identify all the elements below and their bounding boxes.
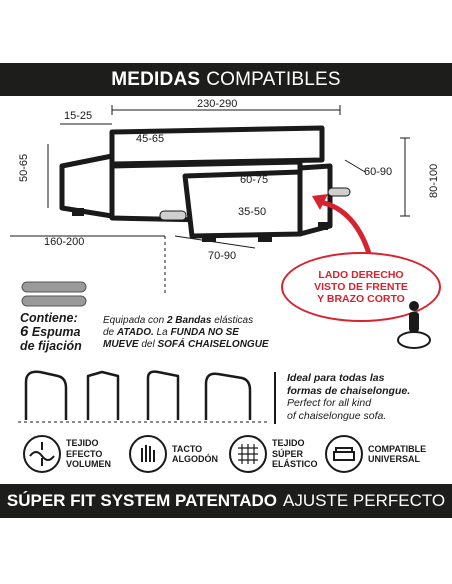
feature-3-l2: SÚPER <box>272 448 304 459</box>
contiene-line2: Espuma <box>31 325 81 339</box>
sofa-diagram <box>10 105 410 296</box>
dim-chaise-seat: 35-50 <box>238 206 267 218</box>
equipada-l3c: SOFÁ CHAISELONGUE <box>157 339 269 350</box>
equipada-l2b: ATADO. <box>116 327 154 338</box>
equipada-l2a: de <box>103 327 115 338</box>
equipada-l3a: MUEVE <box>103 339 139 350</box>
equipada-l1b: 2 Bandas <box>166 315 212 326</box>
feature-3-l3: ELÁSTICO <box>272 459 318 470</box>
header-bar: MEDIDAS COMPATIBLES <box>0 63 452 96</box>
dim-arm-depth: 60-90 <box>364 166 393 178</box>
equipada-l2d: FUNDA NO SE <box>170 327 239 338</box>
chaise-shapes <box>18 370 268 423</box>
footer-bold: SÚPER FIT SYSTEM PATENTADO <box>6 491 277 510</box>
dim-seat-height: 50-65 <box>18 153 30 182</box>
dim-chaise-width: 60-75 <box>240 174 269 186</box>
equipada-text: Equipada con 2 Bandas elásticas de ATADO… <box>103 315 269 351</box>
contiene-line1: Contiene: <box>20 311 78 325</box>
chaise-shape-3 <box>146 370 180 420</box>
callout-line2: VISTO DE FRENTE <box>314 281 408 293</box>
dim-depth-total: 160-200 <box>44 236 85 248</box>
ideal-text: Ideal para todas las formas de chaiselon… <box>287 372 410 422</box>
equipada-l1c: elásticas <box>214 315 254 326</box>
header-light: COMPATIBLES <box>206 68 341 90</box>
contiene-count: 6 <box>20 323 29 340</box>
feature-1-l2: EFECTO <box>66 448 103 459</box>
footer-light: AJUSTE PERFECTO <box>282 491 446 510</box>
sofa-shape <box>59 125 351 242</box>
chaise-shape-1 <box>24 370 68 420</box>
feature-4-l2: UNIVERSAL <box>368 454 421 464</box>
header-bold: MEDIDAS <box>111 68 201 90</box>
ideal-es1: Ideal para todas las <box>287 372 385 384</box>
feature-4-l1: COMPATIBLE <box>368 443 427 454</box>
elastic-fabric-icon <box>229 435 267 473</box>
callout-line1: LADO DERECHO <box>318 269 404 281</box>
volume-fabric-icon <box>23 435 61 473</box>
chaise-shape-4 <box>204 372 252 420</box>
divider-line <box>274 372 276 424</box>
cotton-touch-icon <box>129 435 167 473</box>
equipada-l1a: Equipada con <box>103 315 165 326</box>
callout-line3: Y BRAZO CORTO <box>317 293 405 305</box>
ideal-en2: of chaiselongue sofa. <box>287 409 387 422</box>
foam-pieces-icon <box>21 281 87 307</box>
contiene-text: Contiene: 6 Espuma de fijación <box>20 311 82 353</box>
dim-back-height: 45-65 <box>136 133 165 145</box>
dim-chaise-depth: 70-90 <box>208 250 237 262</box>
feature-1-l1: TEJIDO <box>66 438 99 449</box>
ideal-en1: Perfect for all kind <box>287 397 372 409</box>
ideal-es2: formas de chaiselongue. <box>287 384 411 397</box>
feature-1-l3: VOLUMEN <box>66 459 111 470</box>
equipada-l3b: del <box>141 339 155 350</box>
feature-3-l1: TEJIDO <box>272 438 305 449</box>
dim-width-total: 230-290 <box>197 98 238 110</box>
equipada-l2c: La <box>156 327 168 338</box>
universal-sofa-icon <box>325 435 363 473</box>
dimension-lines <box>10 105 410 296</box>
chaise-shape-2 <box>86 370 120 420</box>
feature-2-l1: TACTO <box>172 443 203 454</box>
dim-total-height: 80-100 <box>428 163 440 198</box>
contiene-line3: de fijación <box>20 339 82 353</box>
feature-2-l2: ALGODÓN <box>172 454 218 464</box>
dim-arm-width: 15-25 <box>64 110 93 122</box>
person-pictogram-icon <box>397 301 431 349</box>
footer-bar: SÚPER FIT SYSTEM PATENTADO AJUSTE PERFEC… <box>0 484 452 518</box>
